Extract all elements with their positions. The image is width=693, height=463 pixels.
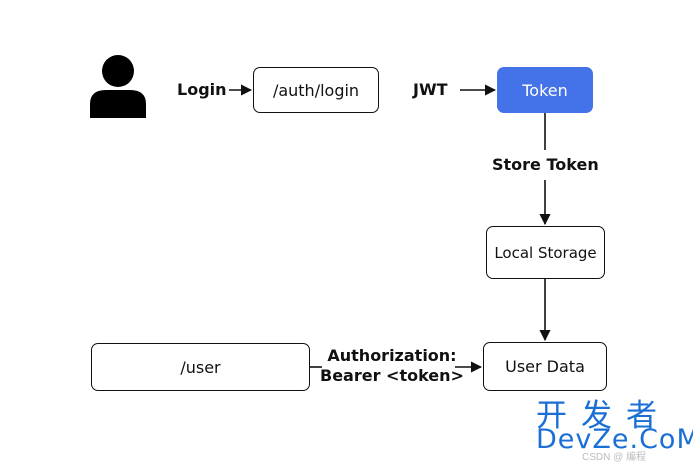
watermark-cn: 开发者 [536,398,671,434]
edge-label-jwt: JWT [413,80,448,99]
node-user-data: User Data [483,342,607,391]
user-person-icon [90,55,146,118]
node-local-storage: Local Storage [486,226,605,279]
edge-label-authorization: Authorization: Bearer <token> [320,346,464,386]
watermark-small: CSDN @ 编程 [582,452,647,463]
watermark-site: DevZe.CoM [536,424,693,455]
edge-label-store-token: Store Token [492,155,599,174]
edge-label-login: Login [177,80,227,99]
node-token: Token [497,67,593,113]
edge-label-authorization-line1: Authorization: [327,346,457,365]
node-auth-login: /auth/login [253,67,379,113]
node-user: /user [91,343,310,391]
edge-label-authorization-line2: Bearer <token> [320,366,464,385]
